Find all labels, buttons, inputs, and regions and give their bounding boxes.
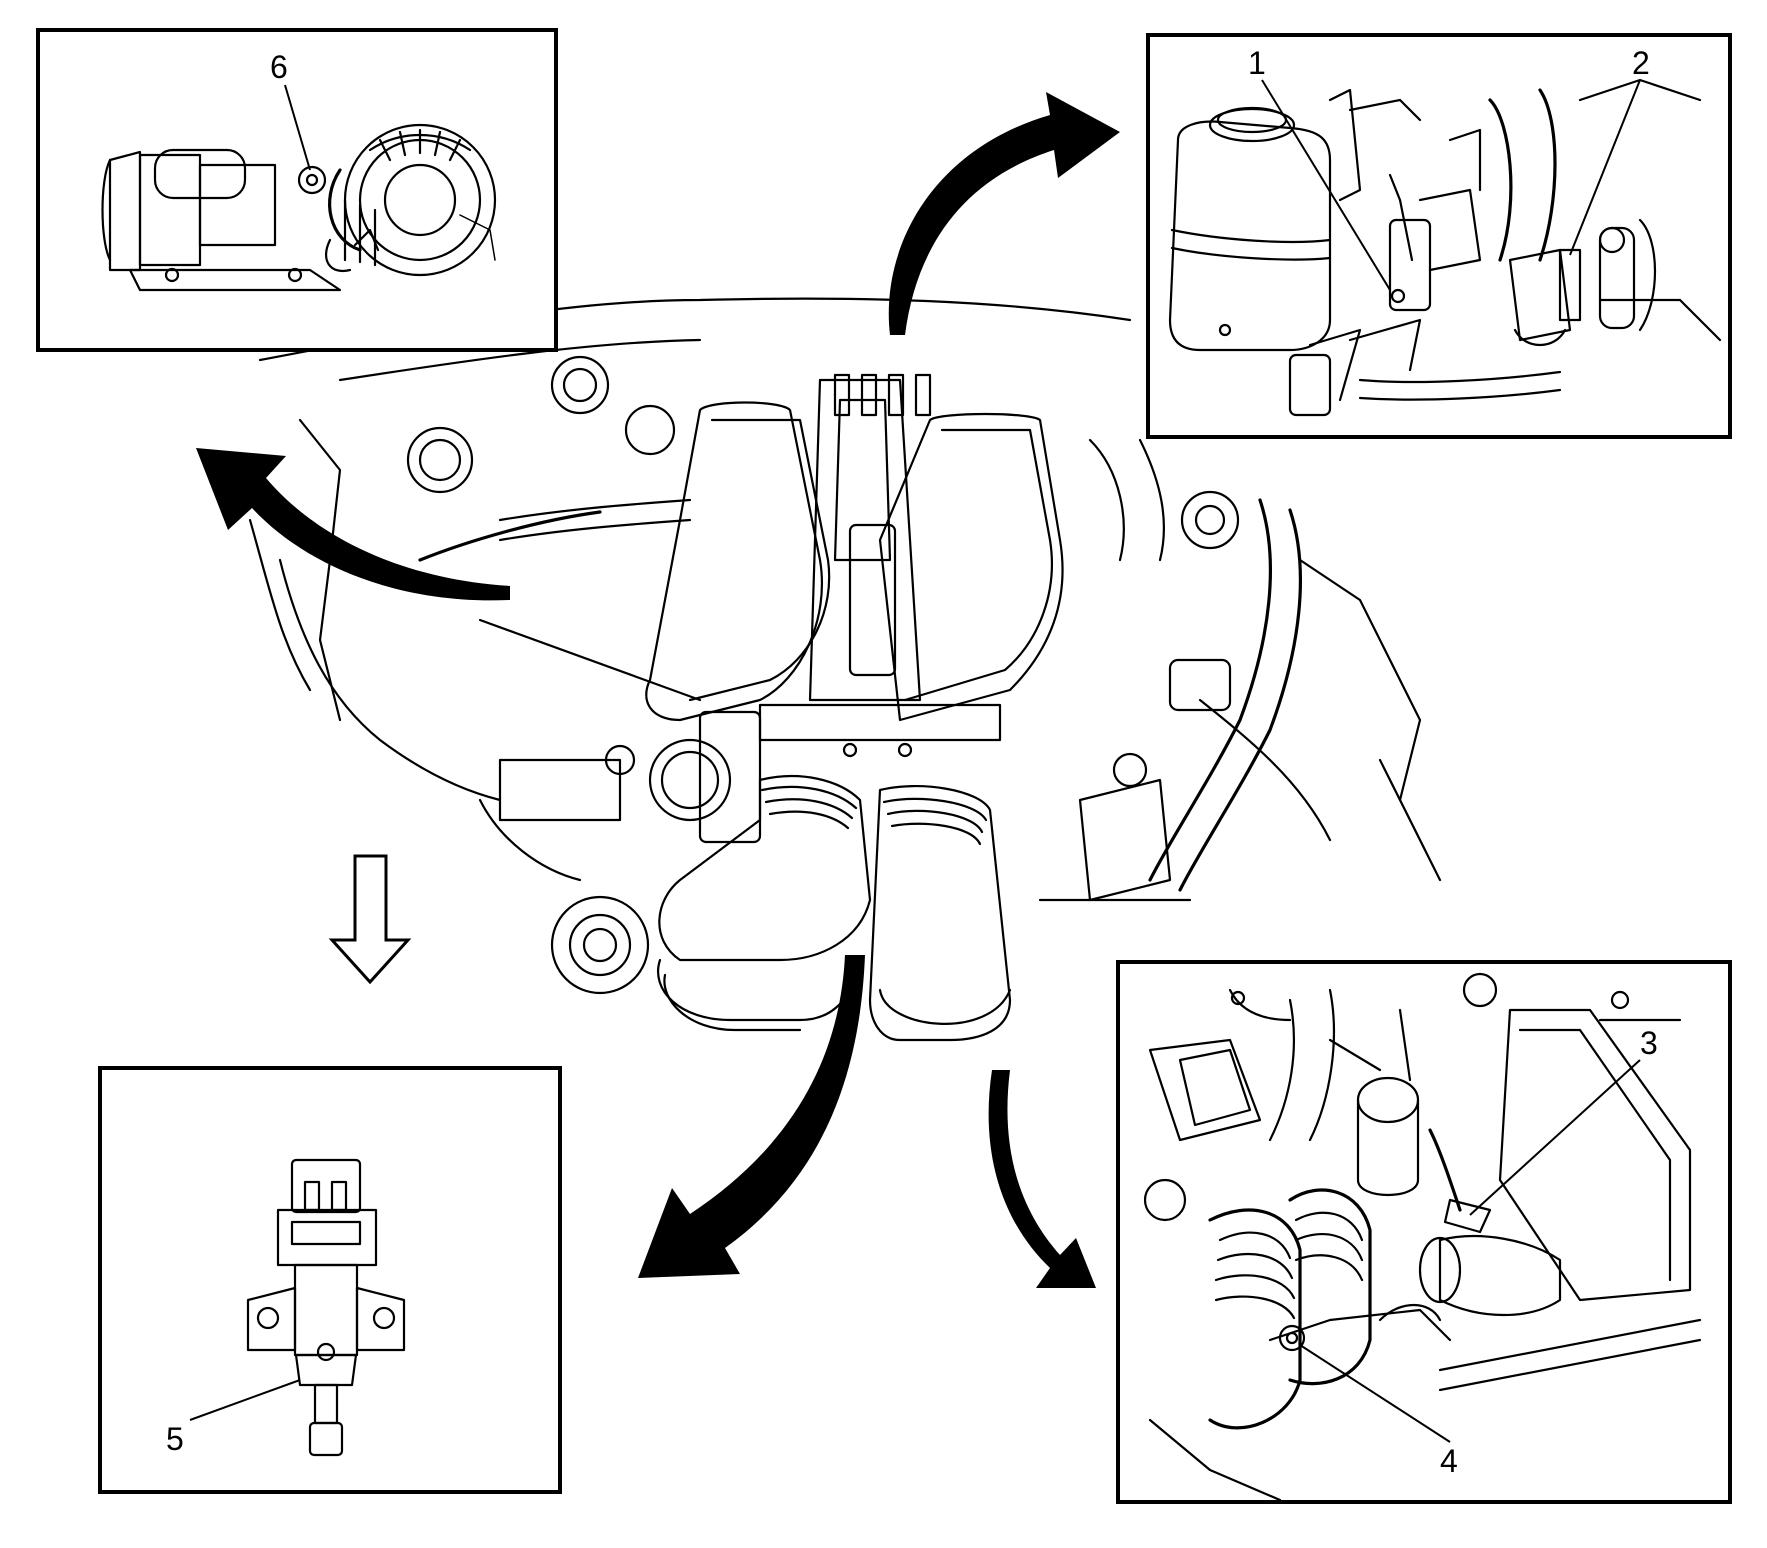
inset-intake-ducting: 3 4 [1116,960,1732,1504]
callout-5: 5 [166,1421,184,1457]
callout-3: 3 [1640,1025,1658,1061]
inset-valve-component: 5 [98,1066,562,1494]
callout-1: 1 [1248,45,1266,81]
engine-overview-illustration [248,297,1442,1042]
inset-starter-alternator: 6 [36,28,558,352]
curved-direction-arrow [196,92,1120,1288]
callout-4: 4 [1440,1443,1458,1479]
hollow-down-arrow [328,854,412,985]
callout-2: 2 [1632,45,1650,81]
callout-6: 6 [270,49,288,85]
inset-coolant-reservoir-area: 1 2 [1146,33,1732,439]
